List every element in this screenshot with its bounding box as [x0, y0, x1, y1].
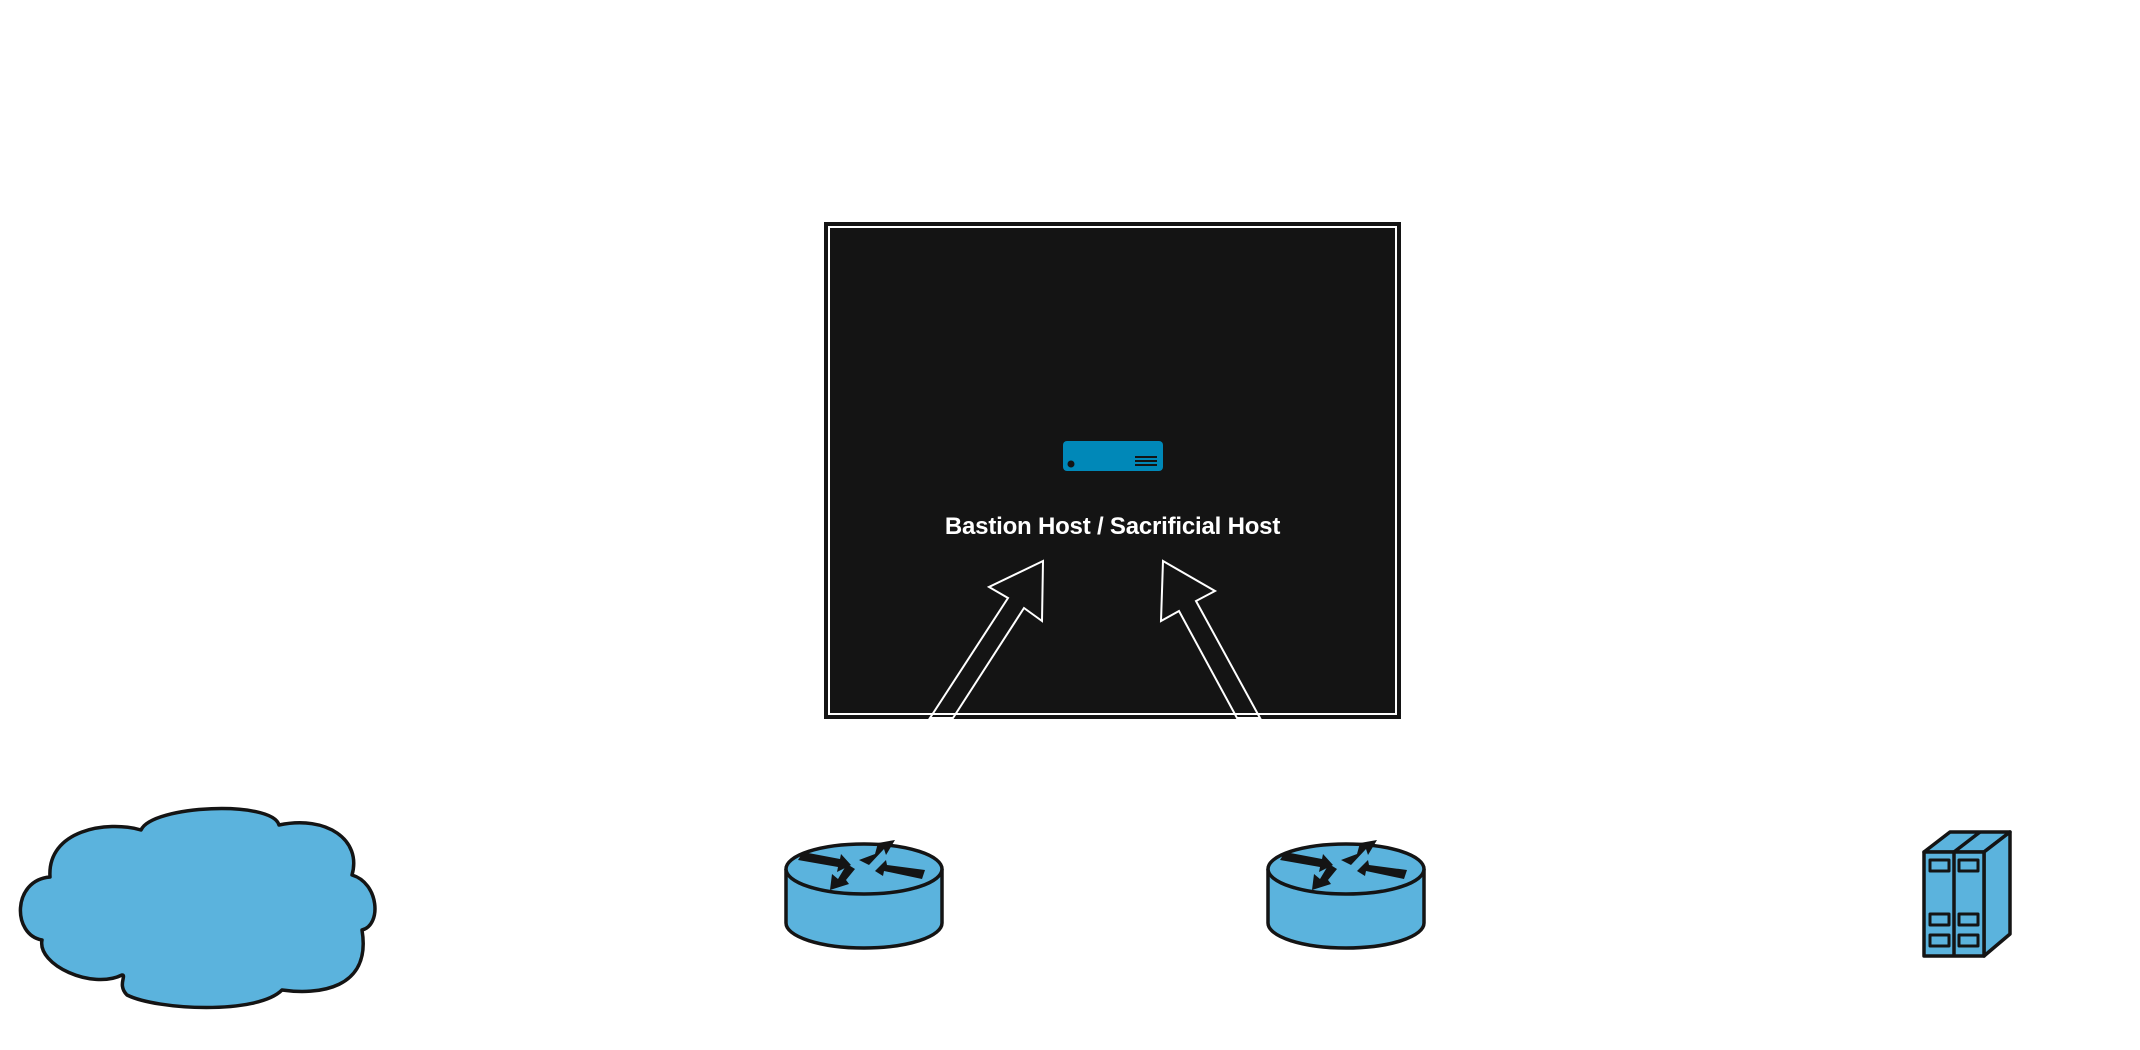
server-vent-line — [1135, 464, 1157, 466]
server-icon[interactable] — [1063, 441, 1163, 472]
server-rack-icon[interactable] — [1922, 830, 2012, 960]
rack-side — [1982, 830, 2012, 958]
router-arrows — [798, 840, 925, 890]
server-vent-line — [1135, 460, 1157, 462]
bastion-zone-border — [828, 226, 1397, 715]
server-body — [1063, 441, 1163, 471]
server-vent-line — [1135, 456, 1157, 458]
arrow-router2-to-bastion[interactable] — [1159, 559, 1262, 719]
bastion-host-label: Bastion Host / Sacrificial Host — [944, 513, 1281, 540]
server-led — [1067, 460, 1075, 468]
cloud-icon[interactable] — [17, 805, 377, 1010]
router-icon[interactable] — [1265, 838, 1427, 950]
arrow-router1-to-bastion[interactable] — [928, 559, 1045, 719]
router-icon[interactable] — [783, 838, 945, 950]
router-arrows — [1280, 840, 1407, 890]
